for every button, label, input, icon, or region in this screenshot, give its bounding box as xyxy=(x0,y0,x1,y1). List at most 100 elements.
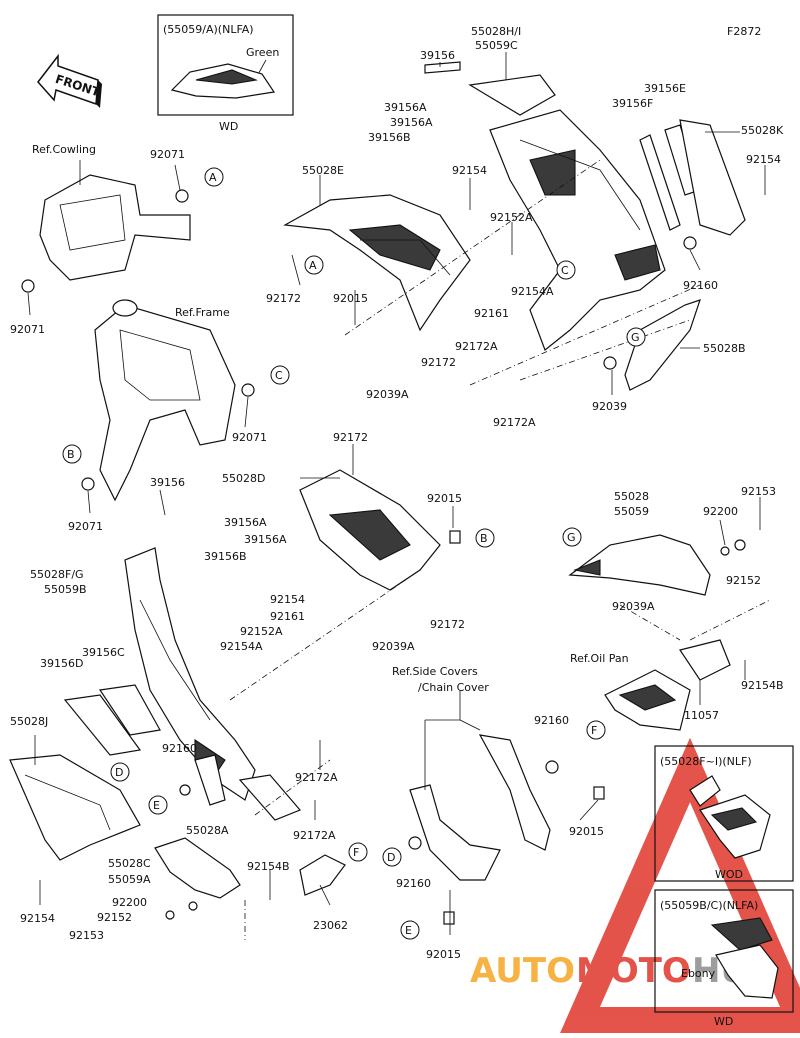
callout: 92172 xyxy=(421,356,456,369)
circle-label-d: D xyxy=(382,847,402,867)
svg-text:D: D xyxy=(115,766,123,779)
ref-chain-cover: /Chain Cover xyxy=(418,681,489,694)
circle-label-d: D xyxy=(110,762,130,782)
callout: 92153 xyxy=(741,485,776,498)
callout: 39156B xyxy=(204,550,247,563)
callout: 55059B xyxy=(44,583,87,596)
callout: 39156 xyxy=(420,49,455,62)
variant-box-nlf: (55028F~I)(NLF) WOD xyxy=(654,745,794,882)
callout: 55028 xyxy=(614,490,649,503)
callout: 92172A xyxy=(455,340,498,353)
ref-frame: Ref.Frame xyxy=(175,306,230,319)
circle-labels: A A B B C C D D E E F F G G xyxy=(62,167,646,940)
callout: 92172A xyxy=(493,416,536,429)
callout: 92039A xyxy=(612,600,655,613)
oil-pan-bracket: Ref.Oil Pan xyxy=(570,639,731,731)
callout: 92015 xyxy=(333,292,368,305)
callout: 55028C xyxy=(108,857,151,870)
callout: 39156B xyxy=(368,131,411,144)
callout: 92172 xyxy=(266,292,301,305)
callout: 55028K xyxy=(741,124,784,137)
connection-lines xyxy=(229,159,771,940)
callout: 39156F xyxy=(612,97,653,110)
callout: 55059C xyxy=(475,39,518,52)
svg-text:A: A xyxy=(209,171,217,184)
callout: 92154 xyxy=(452,164,487,177)
svg-text:C: C xyxy=(561,264,569,277)
variant-box-footer: WOD xyxy=(715,868,743,881)
watermark-triangle-icon xyxy=(560,737,800,1033)
ref-cowling: Ref.Cowling xyxy=(32,143,96,156)
ref-side-covers: Ref.Side Covers xyxy=(392,665,478,678)
leader-lines xyxy=(27,52,766,935)
callout: 92154A xyxy=(511,285,554,298)
strip-parts xyxy=(424,61,746,250)
svg-text:B: B xyxy=(480,532,488,545)
callout: 55028J xyxy=(10,715,48,728)
circle-label-g: G xyxy=(562,527,582,547)
callout: 92071 xyxy=(232,431,267,444)
svg-text:C: C xyxy=(275,369,283,382)
bracket-23062 xyxy=(299,854,346,896)
callout: 92015 xyxy=(427,492,462,505)
callout: 92154A xyxy=(220,640,263,653)
callout: 92154B xyxy=(247,860,290,873)
figure-code: F2872 xyxy=(727,25,761,38)
main-frame: Ref.Frame xyxy=(81,299,255,502)
callout: 55059 xyxy=(614,505,649,518)
bracket-55028b xyxy=(603,299,701,391)
variant-box-green: (55059/A)(NLFA) Green WD xyxy=(157,14,294,133)
callout: 23062 xyxy=(313,919,348,932)
callout: 55028B xyxy=(703,342,746,355)
circle-label-a: A xyxy=(304,255,324,275)
callout: 92172A xyxy=(295,771,338,784)
callouts: 55028H/I 55059C 39156 39156A 39156A 3915… xyxy=(10,25,784,961)
callout: 39156C xyxy=(82,646,125,659)
callout: 92154 xyxy=(746,153,781,166)
variant-box-note: Green xyxy=(246,46,279,59)
callout: 92152 xyxy=(97,911,132,924)
variant-box-footer: WD xyxy=(714,1015,733,1028)
variant-box-header: (55059/A)(NLFA) xyxy=(163,23,254,36)
circle-label-e: E xyxy=(400,920,420,940)
callout: 55059A xyxy=(108,873,151,886)
callout: 92152A xyxy=(490,211,533,224)
callout: 92154 xyxy=(20,912,55,925)
callout: 39156A xyxy=(384,101,427,114)
watermark-auto: AUTO xyxy=(470,951,575,991)
svg-text:D: D xyxy=(387,851,395,864)
watermark-moto: MOTO xyxy=(576,951,691,991)
callout: 92160 xyxy=(162,742,197,755)
lower-fairing-55028fg xyxy=(124,547,256,801)
callout: 92039 xyxy=(592,400,627,413)
watermark: AUTO MOTO HUB xyxy=(470,737,800,1033)
circle-label-f: F xyxy=(586,720,606,740)
callout: 39156E xyxy=(644,82,686,95)
callout: 92172 xyxy=(430,618,465,631)
callout: 39156A xyxy=(390,116,433,129)
callout: 92160 xyxy=(534,714,569,727)
callout: 92200 xyxy=(112,896,147,909)
front-cowl-55028 xyxy=(568,534,746,596)
callout: 55028A xyxy=(186,824,229,837)
callout: 55028H/I xyxy=(471,25,521,38)
variant-box-ebony: (55059B/C)(NLFA) Ebony WD xyxy=(654,889,794,1028)
callout: 92039A xyxy=(366,388,409,401)
under-cowl-55028c xyxy=(154,837,241,920)
callout: 92153 xyxy=(69,929,104,942)
circle-label-b: B xyxy=(62,444,82,464)
callout: 55028E xyxy=(302,164,344,177)
callout: 55028F/G xyxy=(30,568,84,581)
callout: 92039A xyxy=(372,640,415,653)
svg-text:A: A xyxy=(309,259,317,272)
callout: 92152 xyxy=(726,574,761,587)
callout: 92015 xyxy=(426,948,461,961)
ref-oil-pan: Ref.Oil Pan xyxy=(570,652,629,665)
callout: 92154 xyxy=(270,593,305,606)
circle-label-e: E xyxy=(148,795,168,815)
svg-text:G: G xyxy=(567,531,576,544)
circle-label-c: C xyxy=(556,260,576,280)
callout: 55028D xyxy=(222,472,265,485)
cowling-bracket: Ref.Cowling xyxy=(21,143,191,293)
